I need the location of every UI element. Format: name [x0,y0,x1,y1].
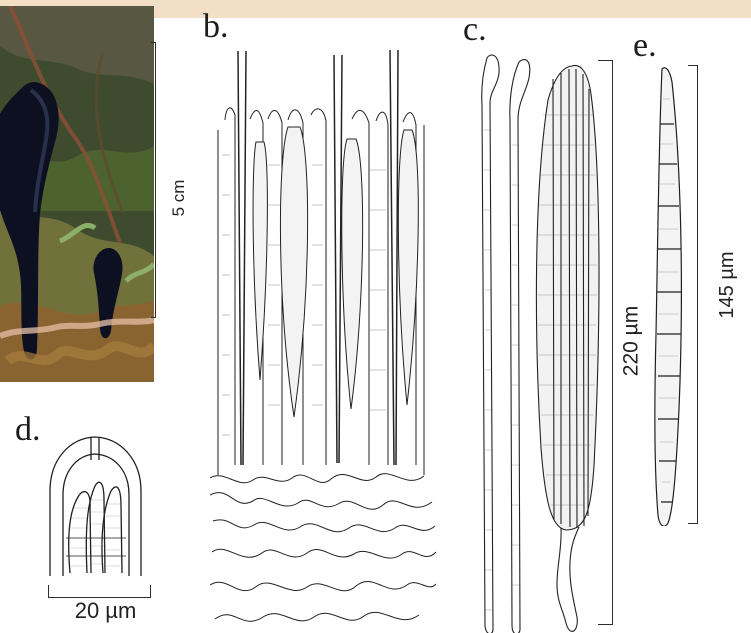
panel-c-label: c. [463,13,487,47]
ascus-tip-icon [42,430,147,580]
panel-c-scale-label: 220 µm [620,299,646,384]
hymenium-cross-section-icon [210,45,436,633]
panel-d-scale-bar [48,585,151,598]
ascospore-drawing [650,64,690,526]
mushroom-photo-icon [0,6,154,382]
panel-e-label: e. [633,29,657,63]
panel-e-scale-label: 145 µm [716,244,740,326]
ascus-tip-drawing [42,430,147,580]
panel-d-scale-label: 20 µm [58,598,153,624]
photo-scale-label: 5 cm [169,168,193,228]
panel-b-label: b. [203,10,229,44]
hymenium-drawing [210,45,436,633]
asci-and-paraphyses-icon [475,50,611,633]
asci-drawing [475,50,611,633]
panel-d-label: d. [15,413,41,447]
ascospore-icon [650,64,690,526]
mushroom-photo [0,6,154,382]
